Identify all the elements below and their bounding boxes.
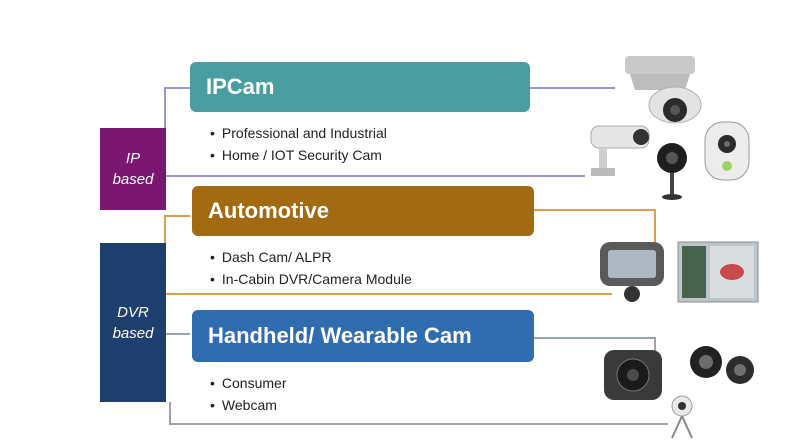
ipcam-product-images — [590, 56, 750, 200]
handheld-title: Handheld/ Wearable Cam — [208, 323, 472, 348]
spherical-camera-image — [690, 346, 754, 384]
handheld-product-images — [604, 346, 754, 439]
action-camera-image — [604, 350, 662, 400]
ipcam-bar: IPCam — [190, 62, 530, 112]
automotive-bullets: Dash Cam/ ALPR In-Cabin DVR/Camera Modul… — [210, 246, 412, 290]
doorbell-camera-image — [704, 121, 750, 181]
list-item: Consumer — [210, 372, 287, 394]
handheld-right-connector — [533, 337, 656, 352]
dash-camera-image — [600, 242, 664, 302]
list-item: Dash Cam/ ALPR — [210, 246, 412, 268]
ip-label-line2: based — [112, 171, 154, 188]
automotive-title: Automotive — [208, 198, 329, 223]
webcam-image — [671, 395, 693, 439]
ip-label-line1: IP — [125, 150, 141, 167]
dome-camera-image — [625, 56, 702, 124]
ipcam-title: IPCam — [206, 74, 275, 99]
handheld-bullets: Consumer Webcam — [210, 372, 287, 416]
dvr-label-line2: based — [112, 324, 154, 342]
ip-top-connector — [164, 87, 190, 128]
ip-based-label: IP based — [100, 128, 166, 210]
dvr-based-label: DVR based — [100, 243, 166, 402]
list-item: In-Cabin DVR/Camera Module — [210, 268, 412, 290]
handheld-bottom-connector — [169, 402, 668, 425]
list-item: Home / IOT Security Cam — [210, 144, 387, 166]
automotive-bar: Automotive — [192, 186, 534, 236]
automotive-right-connector — [533, 209, 656, 242]
automotive-product-images — [600, 241, 759, 303]
dvr-label-line1: DVR — [117, 303, 149, 321]
list-item: Webcam — [210, 394, 287, 416]
ipcam-bullets: Professional and Industrial Home / IOT S… — [210, 122, 387, 166]
automotive-left-connector — [164, 215, 190, 243]
surround-view-screen-image — [677, 241, 759, 303]
round-camera-image — [657, 143, 687, 200]
list-item: Professional and Industrial — [210, 122, 387, 144]
bullet-camera-image — [590, 125, 650, 176]
handheld-left-connector — [164, 294, 190, 335]
handheld-bar: Handheld/ Wearable Cam — [192, 310, 534, 362]
